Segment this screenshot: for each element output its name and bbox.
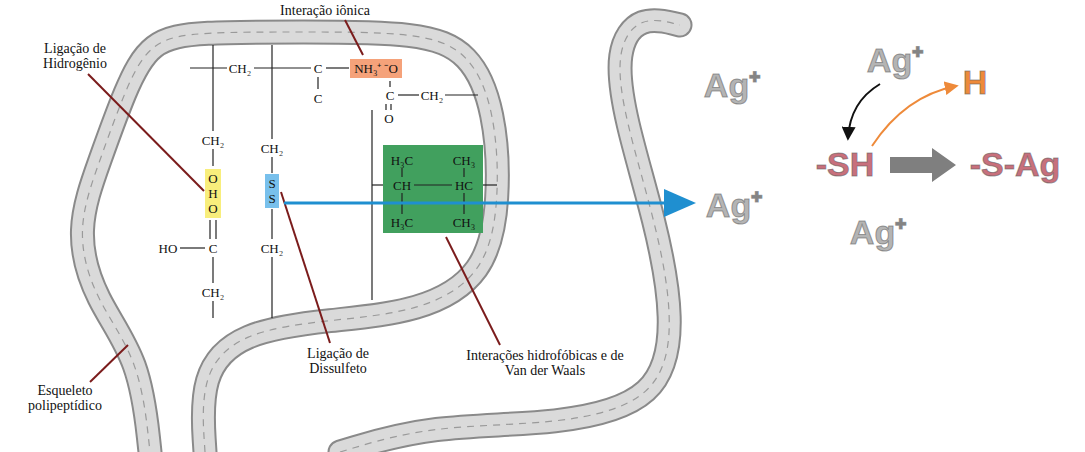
reaction-arrows <box>890 148 956 182</box>
ionic-box: NH₃⁺⁻O <box>350 59 402 78</box>
backbone-strand <box>340 20 680 452</box>
chemical-group: HC <box>455 178 473 193</box>
chemical-group: C <box>314 91 323 106</box>
leader-lines <box>90 345 128 382</box>
zoom-arrow <box>664 189 696 217</box>
chemical-group: S <box>268 191 275 206</box>
chemical-bonds <box>371 110 372 300</box>
chemical-group: CH₂ <box>229 61 252 76</box>
chemical-group: O <box>208 201 217 216</box>
chemical-bonds <box>209 220 210 239</box>
chemical-group: CH₃ <box>453 153 476 168</box>
chemical-group: CH₂ <box>261 141 284 156</box>
backbone-strand <box>340 20 680 452</box>
chemical-bonds <box>398 94 419 95</box>
interaction-label: Interações hidrofóbicas e de Van der Waa… <box>455 348 635 379</box>
chemical-group: C <box>314 61 323 76</box>
zoom-arrow <box>284 202 666 205</box>
chemical-bonds <box>390 104 391 110</box>
silver-ion: Ag⁺ <box>704 68 760 102</box>
leader-lines <box>281 192 330 343</box>
chemical-bonds <box>271 209 272 239</box>
interaction-label: Interação iônica <box>280 3 370 18</box>
chemical-bonds <box>271 157 272 173</box>
backbone-strand <box>82 32 497 452</box>
backbone-strand <box>82 32 497 452</box>
chemical-group: C <box>209 241 218 256</box>
hydrophobic-box: H₃C CH₃ CH HC H₃C CH₃ <box>383 145 483 233</box>
chemical-group: S <box>268 176 275 191</box>
chemical-bonds <box>463 168 464 177</box>
chemical-group: CH₂ <box>421 88 444 103</box>
chemical-group: CH₃ <box>453 215 476 230</box>
backbone-strand <box>340 20 680 452</box>
chemical-bonds <box>180 247 205 248</box>
chemical-group: H₃C <box>391 215 414 230</box>
chemical-bonds <box>483 184 497 185</box>
chemical-bonds <box>190 67 227 68</box>
silver-ion: Ag⁺ <box>850 215 906 249</box>
interaction-label: Ligação de Hidrogênio <box>29 41 121 72</box>
chemical-group: C <box>386 88 395 103</box>
chemical-group: O <box>208 171 217 186</box>
leader-lines <box>345 20 363 55</box>
chemical-bonds <box>326 67 349 68</box>
chemical-group: NH₃⁺ <box>354 61 381 76</box>
chemical-bonds <box>372 184 383 185</box>
chemical-group: CH <box>393 178 411 193</box>
chemical-group: H <box>208 186 217 201</box>
chemical-bonds <box>401 168 402 177</box>
chemical-bonds <box>212 301 213 318</box>
chemical-bonds <box>414 184 452 185</box>
backbone-strand <box>82 32 497 452</box>
hydrogen-bond-box: OHO <box>205 169 220 218</box>
chemical-bonds <box>180 45 497 318</box>
chemical-bonds <box>445 94 478 95</box>
interaction-label: Ligação de Dissulfeto <box>297 346 379 377</box>
leader-lines <box>88 74 204 191</box>
chemical-bonds <box>317 77 318 89</box>
backbone-strand <box>82 32 497 452</box>
hydrogen-atom: H <box>963 65 988 99</box>
silver-ion: Ag⁺ <box>867 43 923 77</box>
zoom-arrow <box>284 189 696 217</box>
chemical-bonds <box>212 149 213 166</box>
leader-lines <box>88 20 500 382</box>
chemical-bonds <box>215 220 216 239</box>
chemical-group: CH₂ <box>202 133 225 148</box>
chemical-group: CH₂ <box>261 241 284 256</box>
thiol-group: -SH <box>816 147 875 181</box>
chemical-group: ⁻O <box>384 61 397 76</box>
chemical-bonds <box>271 257 272 318</box>
silver-thiolate: -S-Ag <box>970 147 1061 181</box>
chemical-bonds <box>271 45 272 139</box>
disulfide-box: SS <box>265 174 278 208</box>
chemical-group: O <box>384 111 393 126</box>
silver-ion: Ag⁺ <box>706 188 762 222</box>
reaction-arrows <box>848 84 880 138</box>
reaction-arrows <box>872 86 956 146</box>
chemical-bonds <box>212 257 213 283</box>
chemical-group: H₃C <box>391 153 414 168</box>
part-label: Esqueleto polipeptídico <box>15 383 115 414</box>
chemical-group: CH₂ <box>202 285 225 300</box>
chemical-bonds <box>385 104 386 110</box>
chemical-bonds <box>212 45 213 131</box>
chemical-bonds <box>254 67 311 68</box>
chemical-group: HO <box>159 241 178 256</box>
chemical-bonds <box>389 81 390 87</box>
backbone-strand <box>340 20 680 452</box>
leader-lines <box>446 237 500 345</box>
